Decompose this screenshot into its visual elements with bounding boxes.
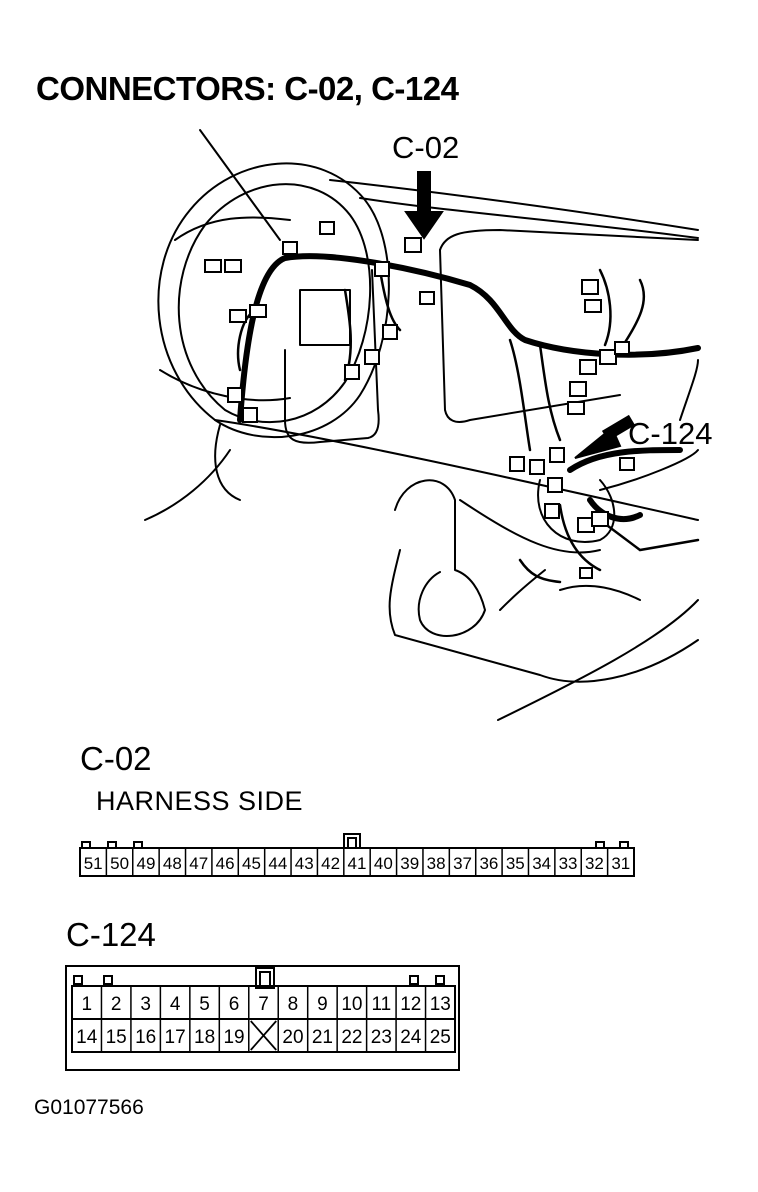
c02-pin-38: 38 [427,854,446,873]
c124-pin-2: 2 [111,994,122,1015]
c124-pin-6: 6 [229,994,240,1015]
c02-pin-37: 37 [453,854,472,873]
c02-pin-42: 42 [321,854,340,873]
c124-pin-3: 3 [140,994,151,1015]
c02-pin-47: 47 [189,854,208,873]
c124-outer-body [65,965,460,1071]
c124-pin-5: 5 [199,994,210,1015]
c02-pin-49: 49 [136,854,155,873]
main-wire-harness [237,253,701,423]
c02-pin-39: 39 [400,854,419,873]
c02-pin-45: 45 [242,854,261,873]
c124-pin-20: 20 [282,1027,303,1048]
c124-pin-25: 25 [430,1027,451,1048]
c02-pin-32: 32 [585,854,604,873]
c02-connector-face: 51 50 49 48 47 46 45 44 43 42 41 40 39 38 37 36 35 34 33 32… [79,833,635,877]
c02-label: C-02 [80,740,152,777]
c02-pin-50: 50 [110,854,129,873]
c124-pin-11: 11 [371,994,391,1015]
c124-pin-18: 18 [194,1027,215,1048]
c124-blank-cell-cross [250,1020,277,1051]
c124-pin-15: 15 [106,1027,127,1048]
c124-pin-8: 8 [288,994,299,1015]
callout-c02: C-02 [392,130,460,165]
c124-pin-17: 17 [165,1027,186,1048]
c124-pin-19: 19 [223,1027,244,1048]
c124-pin-24: 24 [400,1027,422,1048]
c02-body [79,847,635,877]
c124-pin-22: 22 [341,1027,362,1048]
connector-block [204,259,222,273]
steering-wheel-outline [157,162,390,439]
c02-pin-36: 36 [479,854,498,873]
figure-code: G01077566 [34,1096,144,1119]
c02-latch [343,833,361,849]
c02-pin-41: 41 [348,854,367,873]
c02-pin-48: 48 [163,854,182,873]
c02-arrow [417,171,431,215]
c02-pin-43: 43 [295,854,314,873]
c124-pin-14: 14 [76,1027,98,1048]
c124-pin-23: 23 [371,1027,392,1048]
c124-pin-7: 7 [258,994,269,1015]
page-title: CONNECTORS: C-02, C-124 [36,70,459,107]
dashboard-harness-illustration [144,129,701,721]
c124-pin-1: 1 [81,994,92,1015]
c02-subtitle: HARNESS SIDE [96,786,304,816]
c02-pin-44: 44 [268,854,287,873]
c124-pin-16: 16 [135,1027,156,1048]
c124-pin-12: 12 [400,994,421,1015]
c02-pin-46: 46 [216,854,235,873]
c124-pin-13: 13 [430,994,451,1015]
c124-label: C-124 [66,916,156,953]
c02-pin-51: 51 [84,854,103,873]
c124-pin-4: 4 [170,994,181,1015]
c02-pin-40: 40 [374,854,393,873]
c02-pin-35: 35 [506,854,525,873]
c124-pin-10: 10 [341,994,362,1015]
c124-pin-21: 21 [312,1027,333,1048]
callout-c124: C-124 [628,416,713,451]
c02-pin-34: 34 [532,854,551,873]
c02-pin-33: 33 [559,854,578,873]
c124-pin-9: 9 [317,994,328,1015]
c02-pin-31: 31 [611,854,630,873]
